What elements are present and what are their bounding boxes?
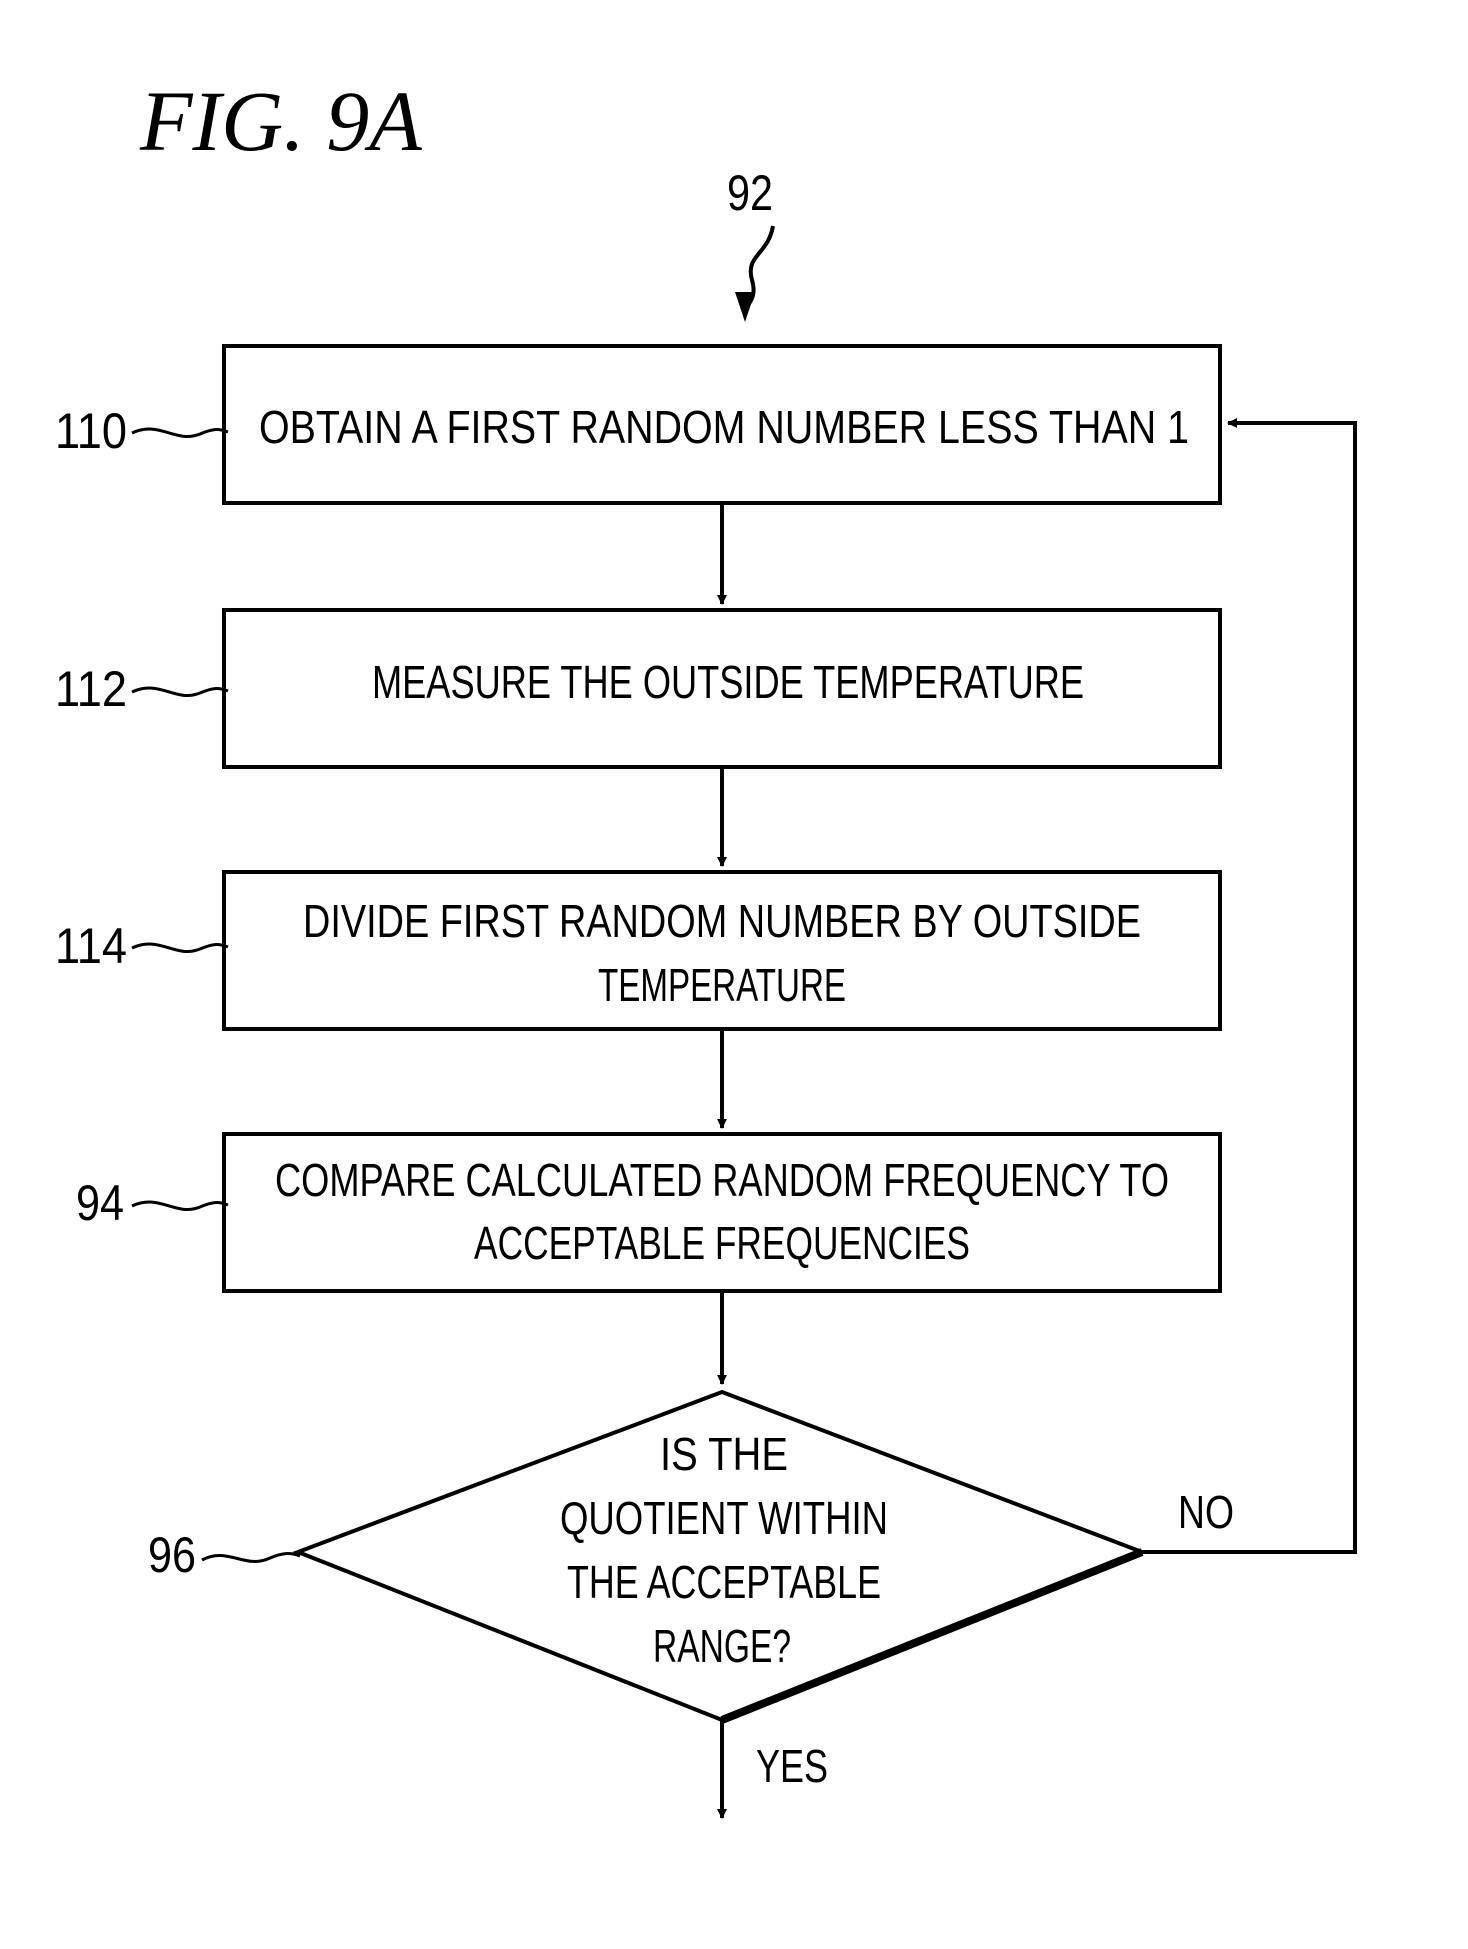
decision-text-line-4: RANGE?: [653, 1620, 791, 1672]
step-text: MEASURE THE OUTSIDE TEMPERATURE: [372, 656, 1084, 708]
ref-label-114: 114: [55, 918, 127, 974]
step-94: COMPARE CALCULATED RANDOM FREQUENCY TO A…: [224, 1134, 1220, 1291]
leader-114: [132, 944, 228, 951]
leader-94: [132, 1202, 228, 1209]
decision-text-line-1: IS THE: [660, 1428, 788, 1480]
entry-ref-label: 92: [727, 165, 773, 221]
ref-label-94: 94: [76, 1175, 124, 1231]
ref-label-110: 110: [55, 403, 127, 459]
ref-label-96: 96: [148, 1527, 196, 1583]
leader-96: [202, 1554, 300, 1562]
leader-112: [132, 688, 228, 695]
yes-label: YES: [756, 1740, 828, 1792]
step-text-line-2: ACCEPTABLE FREQUENCIES: [474, 1217, 970, 1269]
no-label: NO: [1178, 1486, 1234, 1538]
decision-96: IS THE QUOTIENT WITHIN THE ACCEPTABLE RA…: [298, 1392, 1142, 1720]
step-110: OBTAIN A FIRST RANDOM NUMBER LESS THAN 1: [224, 346, 1220, 503]
leader-110: [132, 429, 228, 436]
figure-title: FIG. 9A: [139, 73, 422, 169]
decision-text-line-3: THE ACCEPTABLE: [567, 1556, 881, 1608]
step-112: MEASURE THE OUTSIDE TEMPERATURE: [224, 610, 1220, 767]
step-114: DIVIDE FIRST RANDOM NUMBER BY OUTSIDE TE…: [224, 872, 1220, 1029]
ref-label-112: 112: [55, 661, 127, 717]
entry-arrowhead: [735, 292, 755, 322]
step-text-line-1: COMPARE CALCULATED RANDOM FREQUENCY TO: [275, 1154, 1169, 1206]
decision-text-line-2: QUOTIENT WITHIN: [560, 1492, 888, 1544]
step-text-line-1: DIVIDE FIRST RANDOM NUMBER BY OUTSIDE: [303, 895, 1141, 947]
step-text-line-2: TEMPERATURE: [598, 959, 846, 1011]
step-text: OBTAIN A FIRST RANDOM NUMBER LESS THAN 1: [259, 401, 1189, 453]
